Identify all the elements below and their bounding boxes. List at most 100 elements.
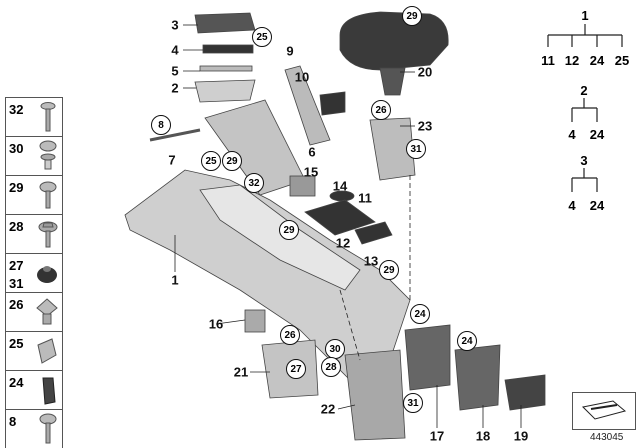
callout-10: 10: [294, 69, 310, 85]
tree-child: 4: [568, 127, 576, 142]
tray-19: [504, 374, 546, 411]
circled-callout-24: 24: [410, 304, 430, 324]
legend-row: 26: [6, 293, 62, 332]
legend-number: 27: [9, 258, 24, 273]
hex-nut-icon: [37, 266, 57, 283]
hex-bolt-icon: [38, 221, 58, 248]
tree-child: 11: [541, 53, 555, 68]
callout-18: 18: [475, 428, 491, 444]
callout-14: 14: [332, 178, 348, 194]
center-console-body: [124, 169, 411, 391]
legend-number: 31: [9, 276, 24, 291]
circled-callout-26: 26: [280, 325, 300, 345]
expanding-rivet-icon: [39, 140, 57, 170]
legend-row: 30: [6, 137, 62, 176]
circled-callout-29: 29: [279, 220, 299, 240]
circled-callout-29: 29: [402, 6, 422, 26]
circled-callout-31: 31: [403, 393, 423, 413]
legend-row: 28: [6, 215, 62, 254]
circled-callout-30: 30: [325, 339, 345, 359]
callout-19: 19: [513, 428, 529, 444]
callout-21: 21: [233, 364, 249, 380]
circled-callout-29: 29: [379, 260, 399, 280]
circled-callout-25: 25: [201, 151, 221, 171]
callout-3: 3: [171, 17, 179, 33]
tree-parent: 3: [580, 153, 588, 168]
legend-number: 30: [9, 141, 24, 156]
screw-icon: [40, 102, 56, 132]
circled-callout-29: 29: [222, 151, 242, 171]
panel-17: [404, 324, 451, 391]
circled-callout-27: 27: [286, 359, 306, 379]
tree-child: 12: [564, 53, 580, 68]
callout-11: 11: [358, 190, 372, 206]
circled-callout-26: 26: [371, 100, 391, 120]
legend-number: 29: [9, 180, 24, 195]
circled-callout-24: 24: [457, 331, 477, 351]
callout-7: 7: [168, 152, 176, 168]
callout-12: 12: [335, 235, 351, 251]
legend-row: 25: [6, 332, 62, 371]
tree-child: 25: [614, 53, 630, 68]
mat-13: [354, 221, 393, 245]
legend-number: 24: [9, 375, 24, 390]
tree-child: 24: [589, 198, 605, 213]
spring-clip-icon: [37, 338, 57, 364]
circled-callout-25: 25: [252, 27, 272, 47]
tree-parent: 2: [580, 83, 588, 98]
panel-18: [454, 344, 501, 411]
mat-12: [304, 199, 376, 236]
square-clip-nut-icon: [36, 298, 58, 325]
callout-2: 2: [171, 80, 179, 96]
callout-5: 5: [171, 63, 179, 79]
legend-number: 28: [9, 219, 24, 234]
legend-row: 32: [6, 98, 62, 137]
legend-row: 29: [6, 176, 62, 215]
tree-child: 4: [568, 198, 576, 213]
legend-number: 8: [9, 414, 17, 429]
duct-22: [344, 349, 406, 441]
callout-22: 22: [320, 401, 336, 417]
circled-callout-8: 8: [151, 115, 171, 135]
callout-9: 9: [286, 43, 294, 59]
tray-3: [194, 12, 256, 34]
tree-parent: 1: [581, 8, 589, 23]
callout-20: 20: [417, 64, 433, 80]
callout-6: 6: [308, 144, 316, 160]
bracket-16: [244, 309, 266, 333]
view-direction-box: [572, 392, 636, 430]
callout-1: 1: [171, 272, 179, 288]
direction-arrow-icon: [581, 400, 627, 420]
tree-child: 24: [589, 127, 605, 142]
cover-10: [319, 91, 346, 116]
legend-row: 24: [6, 371, 62, 410]
legend-number: 26: [9, 297, 24, 312]
callout-15: 15: [303, 164, 319, 180]
circled-callout-28: 28: [321, 357, 341, 377]
callout-4: 4: [171, 42, 179, 58]
torx-screw-icon: [39, 413, 57, 444]
legend-number: 32: [9, 102, 24, 117]
armrest-20: [339, 11, 449, 71]
callout-13: 13: [363, 253, 379, 269]
washer-screw-icon: [39, 181, 57, 209]
callout-16: 16: [208, 316, 224, 332]
clip-icon: [42, 377, 56, 405]
strip-5: [199, 65, 253, 72]
cup-holder-14: [289, 175, 316, 197]
circled-callout-31: 31: [406, 139, 426, 159]
legend-number: 25: [9, 336, 24, 351]
tree-child: 24: [589, 53, 605, 68]
trim-9: [284, 65, 331, 146]
callout-17: 17: [429, 428, 445, 444]
mat-4: [202, 44, 254, 54]
tray-2: [194, 79, 256, 103]
bracket-23: [369, 117, 416, 181]
circled-callout-32: 32: [244, 173, 264, 193]
legend-row: 8: [6, 410, 62, 448]
callout-23: 23: [417, 118, 433, 134]
diagram-id: 443045: [590, 432, 624, 443]
